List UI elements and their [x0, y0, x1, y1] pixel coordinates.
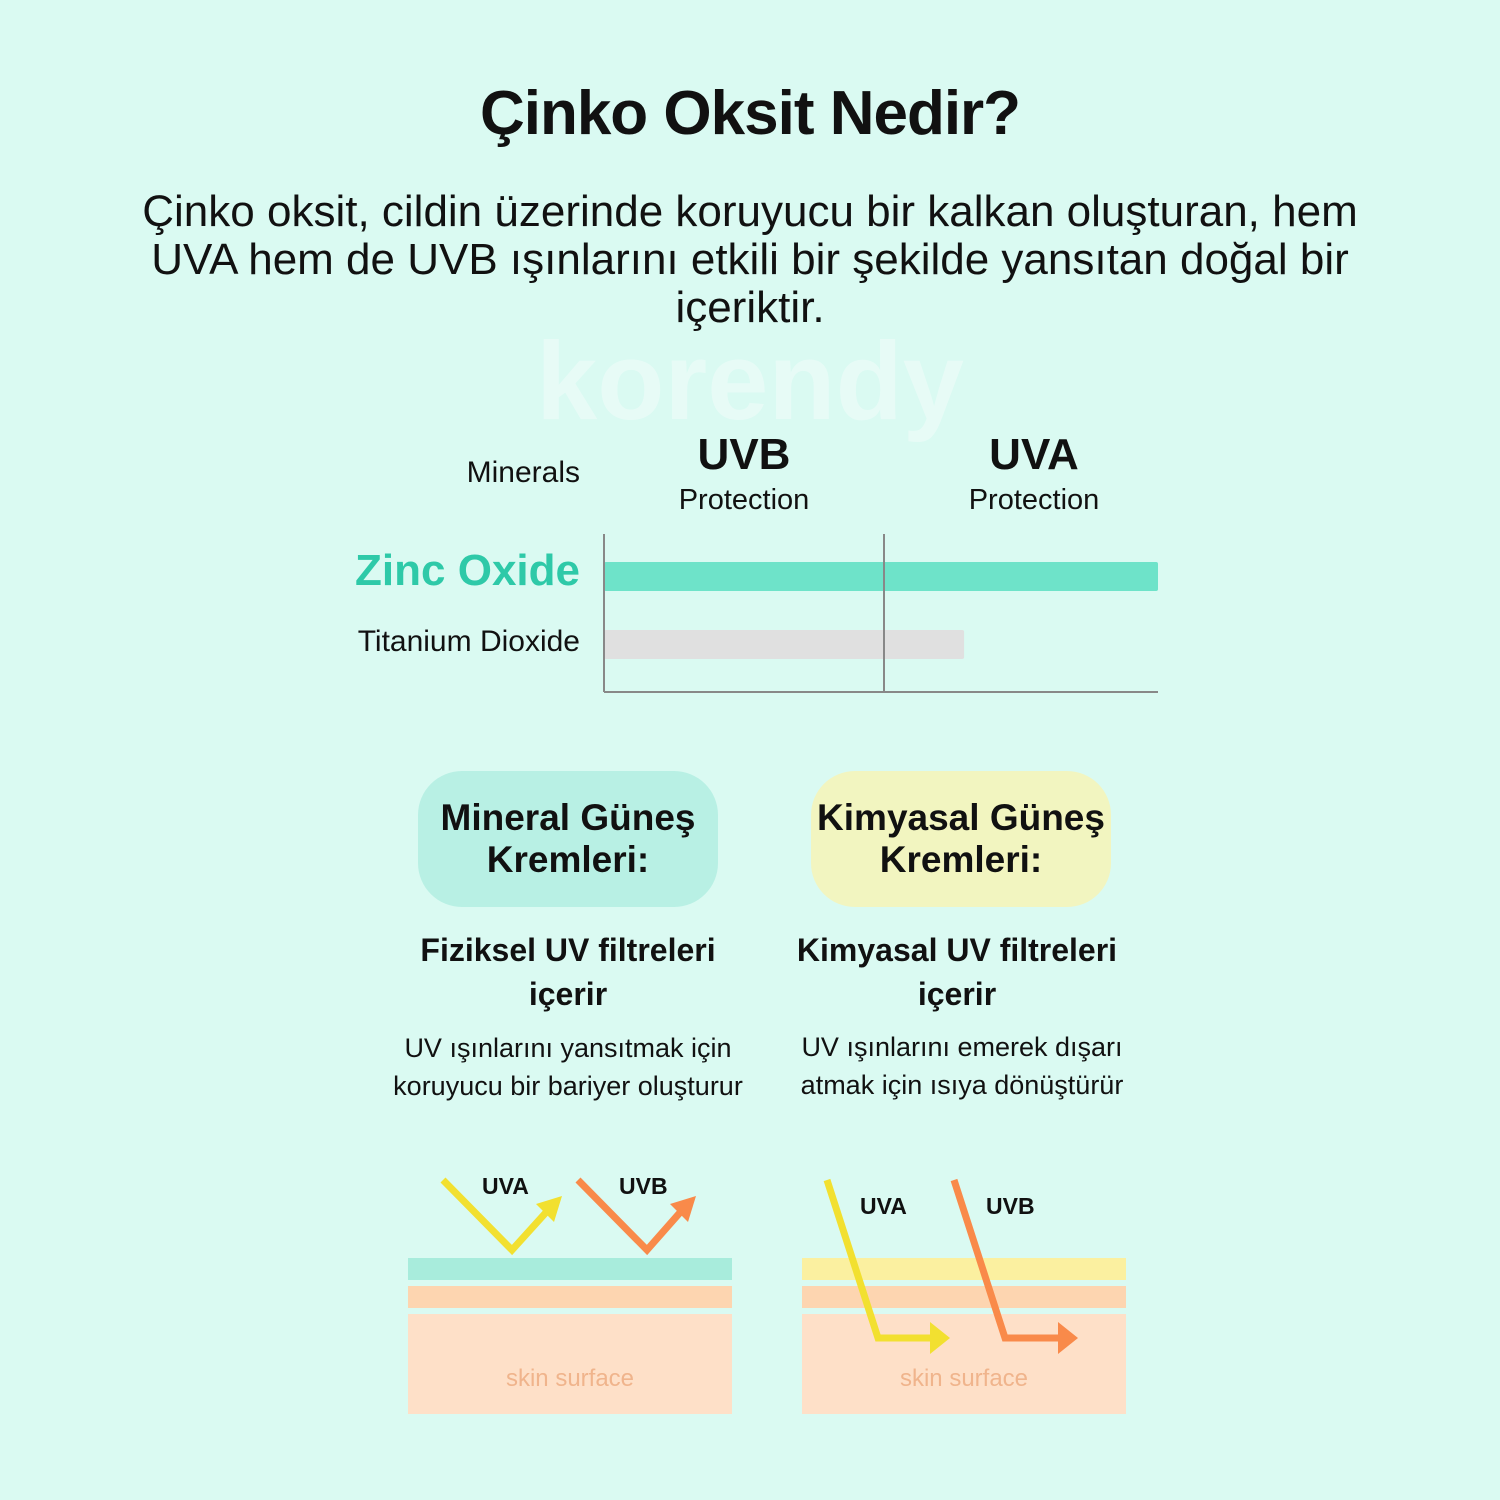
watermark-logo: korendy [536, 320, 964, 443]
pill-line: Kimyasal Güneş [817, 797, 1105, 838]
chemical-filter-layer [802, 1258, 1126, 1280]
uva-arrowhead [536, 1196, 562, 1222]
uva-ray-absorbed [823, 1178, 935, 1342]
subhead-line: içerir [528, 976, 608, 1012]
mineral-sunscreen-pill: Mineral Güneş Kremleri: [418, 771, 718, 907]
mineral-uva-label: UVA [482, 1173, 529, 1199]
column-subheader-uva: Protection [968, 484, 1100, 516]
uva-ray-reflected [440, 1177, 553, 1256]
mineral-filter-layer [408, 1258, 732, 1280]
skin-body-layer [408, 1314, 732, 1414]
description-line: UV ışınlarını yansıtmak için [404, 1033, 732, 1063]
subhead-line: Fiziksel UV filtreleri [420, 932, 716, 968]
mineral-description: UV ışınlarını yansıtmak için koruyucu bi… [358, 1029, 778, 1105]
description-line: atmak için ısıya dönüştürür [800, 1070, 1124, 1100]
pill-line: Mineral Güneş [440, 797, 696, 838]
chemical-skin-label: skin surface [899, 1365, 1029, 1392]
pill-line: Kremleri: [879, 839, 1043, 880]
mineral-subhead: Fiziksel UV filtreleri içerir [368, 928, 768, 1016]
uvb-ray-reflected [575, 1177, 687, 1256]
chemical-uva-label: UVA [860, 1193, 907, 1219]
column-header-uvb: UVB [697, 430, 791, 479]
chemical-description: UV ışınlarını emerek dışarı atmak için ı… [752, 1028, 1172, 1104]
column-header-uva: UVA [989, 430, 1079, 479]
chart-ylabel: Minerals [466, 456, 580, 489]
skin-top-layer [408, 1286, 732, 1308]
description-line: UV ışınlarını emerek dışarı [801, 1032, 1123, 1062]
uvb-ray-absorbed [950, 1178, 1062, 1342]
subhead-line: Kimyasal UV filtreleri [796, 932, 1118, 968]
page-title: Çinko Oksit Nedir? [479, 79, 1021, 148]
bar-zinc-oxide [604, 562, 1158, 591]
column-subheader-uvb: Protection [678, 484, 810, 516]
uvb-arrowhead [670, 1196, 696, 1222]
category-label-zinc-oxide: Zinc Oxide [355, 546, 580, 595]
uvb-arrowhead [1058, 1322, 1078, 1354]
intro-paragraph: Çinko oksit, cildin üzerinde koruyucu bi… [142, 187, 1358, 332]
mineral-skin-label: skin surface [505, 1365, 635, 1392]
chemical-subhead: Kimyasal UV filtreleri içerir [757, 928, 1157, 1016]
description-line: koruyucu bir bariyer oluşturur [393, 1071, 743, 1101]
bar-chart [603, 534, 1158, 693]
chemical-diagram [802, 1178, 1126, 1414]
category-label-titanium-dioxide: Titanium Dioxide [357, 625, 580, 658]
chemical-uvb-label: UVB [986, 1193, 1035, 1219]
skin-top-layer [802, 1286, 1126, 1308]
pill-line: Kremleri: [486, 839, 650, 880]
mineral-uvb-label: UVB [619, 1173, 668, 1199]
uva-arrowhead [930, 1322, 950, 1354]
skin-body-layer [802, 1314, 1126, 1414]
bar-titanium-dioxide [604, 630, 965, 659]
chemical-sunscreen-pill: Kimyasal Güneş Kremleri: [811, 771, 1111, 907]
subhead-line: içerir [917, 976, 997, 1012]
mineral-diagram [408, 1177, 732, 1414]
